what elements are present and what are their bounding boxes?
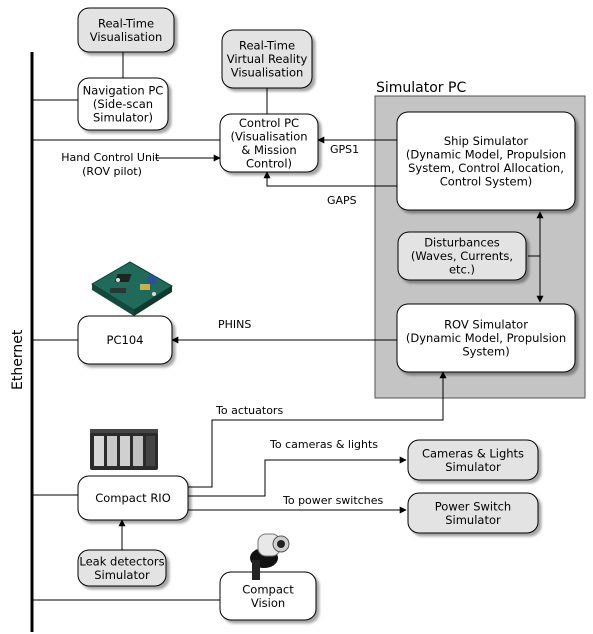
disturbances-box-line-0: Disturbances <box>424 236 500 250</box>
compact-rio-box-label: Compact RIO <box>95 491 171 505</box>
pc104-box: PC104 <box>77 315 173 365</box>
disturbances-box-line-1: (Waves, Currents, <box>411 249 513 263</box>
leak-detectors-simulator-box-frame <box>77 549 167 587</box>
simulator-pc-label: Simulator PC <box>376 80 466 96</box>
control-pc-box-line-3: Control) <box>246 156 292 170</box>
ship-simulator-box: Ship Simulator(Dynamic Model, Propulsion… <box>396 111 576 211</box>
control-pc-box-line-2: & Mission <box>241 143 296 157</box>
rov-simulator-box-line-0: ROV Simulator <box>444 318 528 332</box>
vr-visualisation-box-line-2: Visualisation <box>231 66 304 80</box>
cameras-lights-simulator-box-line-0: Cameras & Lights <box>422 446 524 460</box>
pc104-box-label: PC104 <box>107 333 144 347</box>
compact-rio-box-line-0: Compact RIO <box>95 491 171 505</box>
compact-vision-box-line-1: Vision <box>251 596 285 610</box>
ship-simulator-box-line-2: System, Control Allocation, <box>408 161 564 175</box>
realtime-visualisation-box-line-0: Real-Time <box>98 16 154 30</box>
vr-visualisation-box-frame <box>221 29 313 89</box>
navigation-pc-box-line-0: Navigation PC <box>83 84 164 98</box>
pc104-box-frame <box>77 315 173 365</box>
leak-detectors-simulator-box-line-1: Simulator <box>94 568 150 582</box>
disturbances-box-frame <box>397 231 527 281</box>
phins-label: PHINS <box>218 318 251 331</box>
disturbances-box-label: Disturbances(Waves, Currents,etc.) <box>411 236 513 277</box>
vr-visualisation-box-line-0: Real-Time <box>239 39 295 53</box>
control-pc-box-line-1: (Visualisation <box>230 129 307 143</box>
pc104-board-image <box>91 261 173 316</box>
to-cameras-label: To cameras & lights <box>269 438 378 451</box>
compact-vision-box-frame <box>219 571 317 621</box>
vr-visualisation-box-line-1: Virtual Reality <box>227 52 308 66</box>
power-switch-simulator-box-frame <box>407 492 539 534</box>
rov-simulator-box-line-1: (Dynamic Model, Propulsion <box>406 331 566 345</box>
cameras-lights-simulator-box-frame <box>407 439 539 481</box>
compact-rio-box-frame <box>77 475 189 521</box>
ship-simulator-box-line-3: Control System) <box>440 174 533 188</box>
rov-simulator-box-line-2: System) <box>462 345 509 359</box>
rov-simulator-box-frame <box>396 303 576 373</box>
compact-vision-box-line-0: Compact <box>242 582 294 596</box>
ship-simulator-box-line-0: Ship Simulator <box>444 134 529 148</box>
ship-simulator-box-line-1: (Dynamic Model, Propulsion <box>406 147 566 161</box>
ship-simulator-box-label: Ship Simulator(Dynamic Model, Propulsion… <box>406 134 566 189</box>
power-switch-simulator-box-line-0: Power Switch <box>435 499 511 513</box>
disturbances-box-line-2: etc.) <box>449 263 475 277</box>
realtime-visualisation-box-line-1: Visualisation <box>90 30 163 44</box>
ethernet-label: Ethernet <box>10 329 26 390</box>
control-pc-box-frame <box>219 113 319 173</box>
navigation-pc-box-line-1: (Side-scan <box>93 97 153 111</box>
disturbances-box: Disturbances(Waves, Currents,etc.) <box>397 231 527 281</box>
compact-rio-chassis-image <box>90 429 158 470</box>
navigation-pc-box-frame <box>77 77 169 131</box>
control-pc-box-line-0: Control PC <box>239 116 299 130</box>
to-power-label: To power switches <box>282 494 383 507</box>
realtime-visualisation-box-frame <box>77 7 175 53</box>
hand-control-label: Hand Control Unit (ROV pilot) <box>61 151 163 178</box>
gaps-label: GAPS <box>327 194 357 207</box>
ship-simulator-box-frame <box>396 111 576 211</box>
compact-vision-camera-image <box>250 533 290 580</box>
power-switch-simulator-box-line-1: Simulator <box>445 513 501 527</box>
cameras-lights-simulator-box-line-1: Simulator <box>445 460 501 474</box>
to-actuators-label: To actuators <box>215 404 283 417</box>
navigation-pc-box-line-2: Simulator) <box>93 111 153 125</box>
leak-detectors-simulator-box-line-0: Leak detectors <box>79 554 164 568</box>
connections <box>32 52 544 601</box>
pc104-box-line-0: PC104 <box>107 333 144 347</box>
compact-rio-box: Compact RIO <box>77 475 189 521</box>
gps1-label: GPS1 <box>330 143 359 156</box>
